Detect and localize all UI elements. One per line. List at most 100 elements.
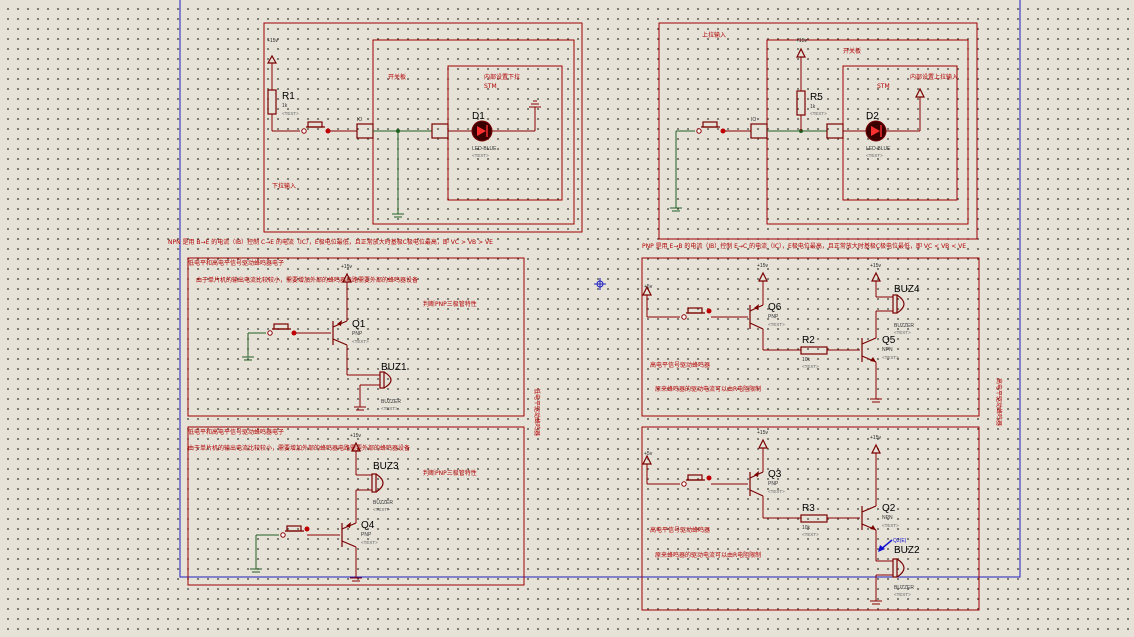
io-label-tl: IO [357, 117, 362, 123]
transistor-q3[interactable] [749, 471, 764, 497]
r2-value: 10k [802, 357, 811, 363]
pushbutton-bl[interactable] [280, 525, 310, 538]
q4-text: <TEXT> [361, 540, 378, 545]
transistor-q4[interactable] [341, 522, 357, 548]
top-left-circuit[interactable]: 开关板 内部设置下拉 STM 下拉输入 +15v R1 1k <TEXT> IO [263, 22, 583, 233]
resistor-r2[interactable] [800, 346, 828, 355]
transistor-q2[interactable] [861, 505, 877, 531]
transistor-q1[interactable] [332, 320, 348, 346]
buz1-type: BUZZER [381, 399, 401, 405]
q2-type: NPN [882, 515, 893, 521]
d2-text: <TEXT> [866, 153, 883, 158]
led-d1[interactable] [471, 120, 493, 142]
buz4-type: BUZZER [894, 323, 914, 329]
frame-bl [187, 426, 525, 586]
q3-ref: Q3 [768, 469, 782, 480]
d2-ref: D2 [866, 111, 879, 122]
q4-ref: Q4 [361, 520, 375, 531]
r5-text: <TEXT> [810, 111, 827, 116]
q5-text: <TEXT> [882, 355, 899, 360]
mid-left-circuit[interactable]: 低电平和高电平信号驱动蜂鸣器电子 由于单片机的输出电流比较较小，需要增加外部的蜂… [187, 257, 525, 417]
note-inner-tr: 内部设置上拉输入 [910, 73, 958, 81]
r2-ref: R2 [802, 335, 815, 346]
voltage-probe-icon[interactable] [878, 539, 893, 552]
r2-text: <TEXT> [802, 364, 819, 369]
r1-value: 1k [282, 103, 288, 109]
d2-type: LED-BLUE [866, 146, 891, 152]
resistor-r5[interactable] [796, 90, 806, 116]
q2-e-probe-label: Q2(E) [893, 538, 907, 544]
power-arrow-icon [796, 47, 806, 58]
r3-ref: R3 [802, 503, 815, 514]
pushbutton-ml[interactable] [267, 323, 297, 336]
r5-ref: R5 [810, 92, 823, 103]
power-label-tl: +15v [267, 38, 278, 44]
outer-frame-tr [658, 22, 978, 240]
resistor-r3[interactable] [800, 514, 828, 523]
power-label-bl: +15v [350, 433, 361, 439]
note-mr-1: 高电平信号驱动蜂鸣器 [650, 361, 710, 369]
top-right-circuit[interactable]: 上拉输入 开关板 STM 内部设置上拉输入 IO R5 1k <TEXT> +1… [658, 22, 978, 240]
note-inner-tl: 内部设置下拉 [484, 73, 520, 81]
buz2-text: <TEXT> [894, 592, 911, 597]
note-kaiguan-tl: 开关板 [388, 73, 406, 81]
stm-frame-tr [842, 65, 958, 201]
pushbutton-tr[interactable] [696, 121, 726, 134]
note-ml-1: 低电平和高电平信号驱动蜂鸣器电子 [188, 259, 284, 267]
buz2-ref: BUZ2 [894, 545, 920, 556]
mid-right-circuit[interactable]: 高电平信号驱动蜂鸣器 原来蜂鸣器的驱动电流可以由R电阻限制 +5v +15v Q… [641, 257, 980, 417]
buz1-text: <TEXT> [381, 406, 398, 411]
vertical-note-left: 低电平驱动蜂鸣器 [533, 388, 541, 436]
resistor-r1[interactable] [267, 89, 277, 115]
frame-br [641, 426, 980, 611]
note-xiala: 下拉输入 [272, 182, 296, 190]
pushbutton-mr[interactable] [681, 307, 712, 320]
bottom-left-circuit[interactable]: 低电平和高电平信号驱动蜂鸣器电子 由于单片机的输出电流比较较小，需要增加外部的蜂… [187, 426, 525, 586]
io-port-left-tr [750, 123, 768, 139]
note-mr-2: 原来蜂鸣器的驱动电流可以由R电阻限制 [655, 385, 761, 393]
buz3-ref: BUZ3 [373, 461, 399, 472]
q5-type: NPN [882, 347, 893, 353]
buzzer-buz4[interactable] [892, 294, 905, 314]
r1-ref: R1 [282, 91, 295, 102]
d1-text: <TEXT> [472, 153, 489, 158]
led-d2[interactable] [865, 120, 887, 142]
buz1-ref: BUZ1 [381, 362, 407, 373]
power-label-mr-5v: +5v [644, 284, 653, 290]
q6-text: <TEXT> [768, 322, 785, 327]
buz3-type: BUZZER [373, 500, 393, 506]
power-label-br-b: +15v [870, 435, 881, 441]
power-label-mr-a: +15v [757, 263, 768, 269]
note-bl-3: 判断PNP三极管特性 [423, 469, 477, 477]
q3-type: PNP [768, 481, 779, 487]
power-label-ml: +15v [341, 264, 352, 270]
d1-ref: D1 [472, 111, 485, 122]
io-port-right-tl [431, 123, 449, 139]
power-label-br-a: +15v [757, 430, 768, 436]
power-label-br-5v: +5v [644, 451, 653, 457]
io-port-right-tr [826, 123, 844, 139]
r3-value: 10k [802, 525, 811, 531]
transistor-q6[interactable] [749, 304, 764, 330]
io-port-left-tl [356, 123, 374, 139]
outer-frame-tl [263, 22, 583, 233]
power-label-mr-b: +15v [870, 263, 881, 269]
bottom-right-circuit[interactable]: 高电平信号驱动蜂鸣器 原来蜂鸣器的驱动电流可以由R电阻限制 +5v +15v Q… [641, 426, 980, 611]
buzzer-buz1[interactable] [379, 371, 392, 389]
q3-text: <TEXT> [768, 489, 785, 494]
power-arrow-icon [871, 271, 881, 282]
power-arrow-icon [915, 87, 925, 98]
frame-ml [187, 257, 525, 417]
transistor-q5[interactable] [861, 337, 877, 363]
q5-ref: Q5 [882, 335, 896, 346]
note-stm-tr: STM [877, 83, 890, 90]
note-ml-3: 判断PNP三极管特性 [423, 300, 477, 308]
pushbutton-br[interactable] [681, 474, 712, 487]
buzzer-buz2[interactable] [892, 558, 905, 578]
q4-type: PNP [361, 532, 372, 538]
power-arrow-icon [758, 271, 768, 282]
pushbutton-tl[interactable] [301, 121, 331, 134]
buzzer-buz3[interactable] [371, 473, 384, 493]
power-label-tr: +15v [796, 38, 807, 44]
